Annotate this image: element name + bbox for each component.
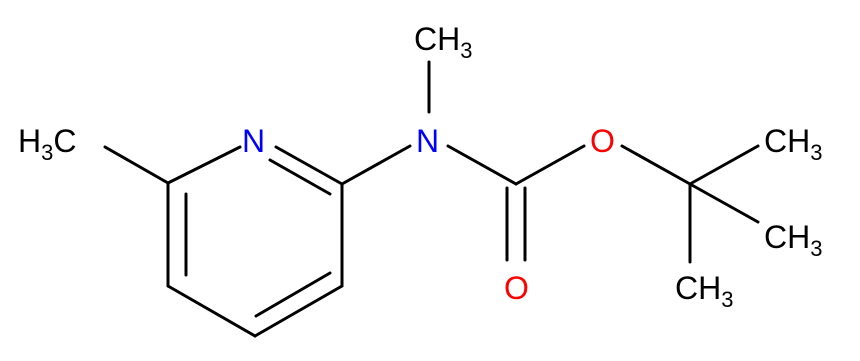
bond-n1-c2-outer xyxy=(268,158,332,196)
bond-c4-c5 xyxy=(166,284,257,338)
atom-methyl-left: H3C xyxy=(18,123,76,165)
bond-c2-namine xyxy=(340,144,412,186)
bond-methyl-c6 xyxy=(103,145,170,185)
bond-carbonyl-oester xyxy=(514,144,586,186)
bond-namine-carbonyl xyxy=(446,144,518,186)
atom-methyl-n: CH3 xyxy=(414,21,472,63)
bond-n1-c2-inner xyxy=(274,145,344,186)
bond-tertc-methyl2 xyxy=(688,182,760,224)
atom-oxygen-carbonyl: O xyxy=(504,270,529,306)
bond-c3-c4-b xyxy=(254,271,332,318)
atom-nitrogen-amine: N xyxy=(416,123,439,159)
atom-oxygen-ester: O xyxy=(590,123,615,159)
bond-c3-c4-a xyxy=(253,284,344,338)
bond-oester-tertc xyxy=(620,144,692,186)
atom-methyl-t3: CH3 xyxy=(675,270,733,312)
bond-tertc-methyl1 xyxy=(688,144,760,186)
atom-methyl-t2: CH3 xyxy=(764,219,822,261)
atom-nitrogen-ring: N xyxy=(242,123,265,159)
atom-methyl-t1: CH3 xyxy=(764,123,822,165)
bond-c6-n1 xyxy=(166,145,242,185)
